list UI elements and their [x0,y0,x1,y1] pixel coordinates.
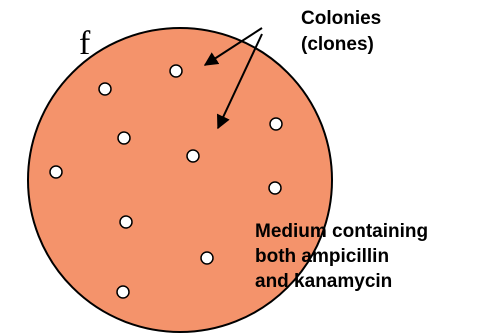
medium-label-line-1: Medium containing [255,221,428,242]
medium-label: Medium containing both ampicillin and ka… [255,221,433,292]
colony [50,166,62,178]
colony [170,65,182,77]
medium-label-line-3: and kanamycin [255,271,392,292]
colony [99,83,111,95]
colony [269,182,281,194]
colony [201,252,213,264]
fragment-text: f [79,25,91,62]
colonies-label-line-1: Colonies [301,8,381,29]
medium-label-line-2: both ampicillin [255,246,389,267]
colony [270,118,282,130]
colony [118,132,130,144]
colonies-label: Colonies (clones) [301,8,387,55]
colony [120,216,132,228]
colony [117,286,129,298]
colony [187,150,199,162]
colonies-label-line-2: (clones) [301,34,374,55]
